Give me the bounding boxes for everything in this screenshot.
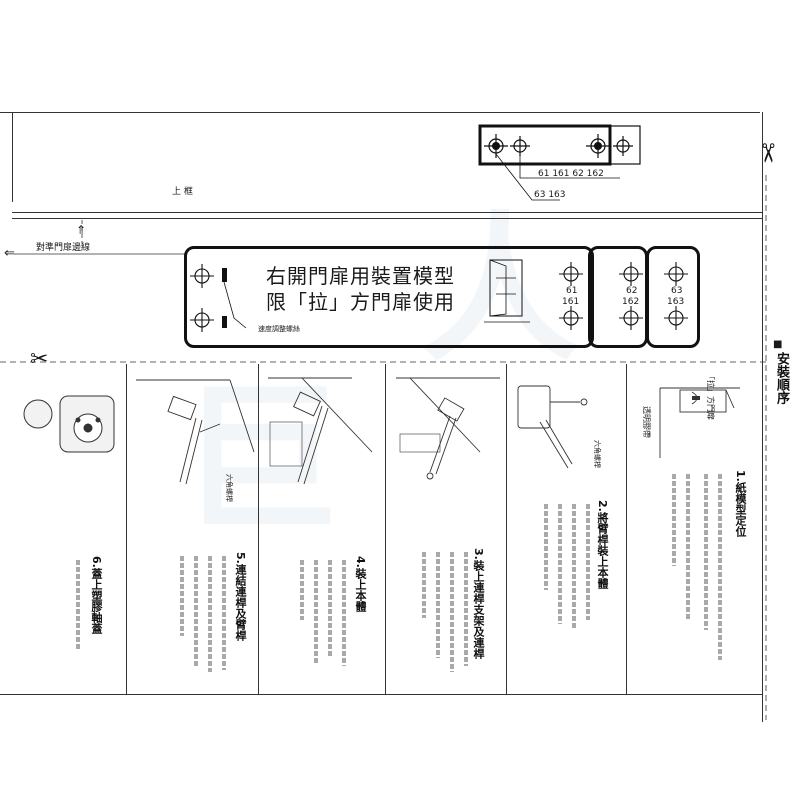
panel5-illustration xyxy=(136,379,255,485)
hole-label-163: 163 xyxy=(667,297,685,307)
frame-line xyxy=(12,218,762,219)
arrow-up-icon: ⇑ xyxy=(76,223,87,237)
step-5-title: 5.連結連桿及臂桿 xyxy=(234,552,247,641)
pull-side-label: 「拉」方門扉 xyxy=(706,372,715,420)
top-hole-label-2: 63 163 xyxy=(534,190,566,200)
step-3-title: 3.裝上連桿支架及連桿 xyxy=(472,548,485,659)
step-1-title: 1.紙模型定位 xyxy=(734,470,747,537)
arrow-left-icon: ⇐ xyxy=(4,246,15,261)
template-tab-63 xyxy=(646,246,700,348)
hole-label-61: 61 xyxy=(566,286,578,296)
panel-divider xyxy=(385,364,386,694)
step-4-text xyxy=(300,560,346,666)
watermark: 人 xyxy=(420,196,581,383)
frame-line xyxy=(12,212,762,213)
hex-wrench-label: 六角螺桿 xyxy=(593,440,601,468)
scissors-icon: ✂ xyxy=(30,347,49,372)
step-6-text xyxy=(76,560,80,650)
step-5-text xyxy=(180,556,226,672)
hole-label-162: 162 xyxy=(622,297,640,307)
speed-screw-label: 速度調整螺絲 xyxy=(258,325,300,333)
panel2-illustration xyxy=(517,385,588,469)
left-border-line xyxy=(12,112,13,202)
panel1-illustration xyxy=(659,387,740,458)
watermark: 巨 xyxy=(180,366,341,553)
step-2-title: 2.將臂桿裝上本體 xyxy=(596,500,609,589)
hole-label-63: 63 xyxy=(671,286,683,296)
hex-wrench-label: 六角螺桿 xyxy=(225,474,233,502)
section-title: 安裝順序 xyxy=(774,352,789,404)
step-2-text xyxy=(544,504,590,630)
frame-label: 上 框 xyxy=(172,187,193,197)
tape-label: 透明膠帶 xyxy=(642,406,651,438)
template-holes xyxy=(190,259,688,332)
section-bottom-line xyxy=(0,694,762,695)
panel-divider xyxy=(626,364,627,694)
top-hole-label-1: 61 161 62 162 xyxy=(538,169,604,179)
top-hole-strip xyxy=(478,124,641,201)
step-1-text xyxy=(672,474,722,660)
frame-top-line xyxy=(0,112,760,113)
step-4-title: 4.裝上本體 xyxy=(354,556,367,612)
right-border-line xyxy=(762,112,763,722)
panel6-illustration xyxy=(23,395,115,453)
template-title-line2: 限「拉」方門扉使用 xyxy=(266,290,455,314)
panel-divider xyxy=(126,364,127,694)
hole-label-62: 62 xyxy=(626,286,638,296)
step-3-text xyxy=(422,552,468,672)
template-title-line1: 右開門扉用裝置模型 xyxy=(266,264,455,288)
square-bullet-icon: ■ xyxy=(773,339,783,350)
step-6-title: 6.蓋上塑膠軸蓋 xyxy=(90,556,103,634)
template-box xyxy=(184,246,594,348)
panel4-illustration xyxy=(268,377,373,485)
panel-divider xyxy=(258,364,259,694)
reference-label: 對準門扉邊線 xyxy=(36,243,91,253)
hole-label-161: 161 xyxy=(562,297,580,307)
panel3-illustration xyxy=(396,377,500,480)
panel-divider xyxy=(506,364,507,694)
